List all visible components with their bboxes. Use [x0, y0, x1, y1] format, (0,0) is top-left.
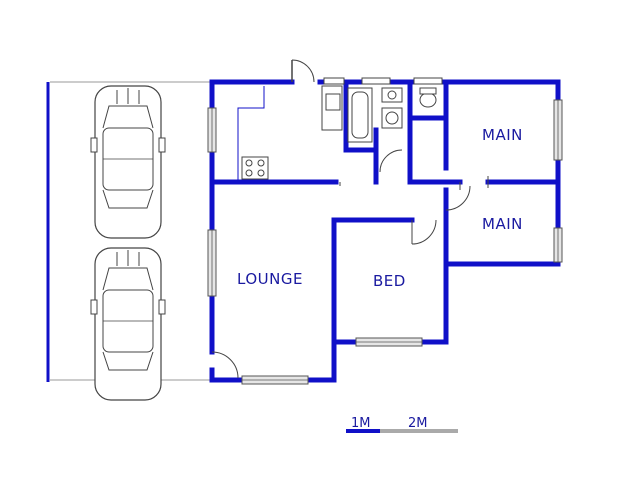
stove-burner-icon [257, 169, 265, 177]
carport [46, 81, 210, 401]
shower-icon [381, 107, 403, 129]
room-label-bed: BED [373, 272, 406, 290]
car-icon [90, 247, 166, 401]
stove-burner-icon [257, 159, 265, 167]
stove-burner-icon [245, 169, 253, 177]
scale-bar: 1M 2M [346, 416, 458, 433]
toilet-icon [419, 92, 437, 108]
scale-label-2m: 2M [408, 416, 428, 431]
door-icon [291, 59, 315, 83]
door-icon [445, 185, 471, 211]
scale-label-1m: 1M [351, 416, 371, 431]
room-label-lounge: LOUNGE [237, 270, 303, 288]
window-icon [413, 77, 443, 85]
doors [211, 59, 489, 379]
window-icon [361, 77, 391, 85]
window-icon [323, 77, 345, 85]
kitchen-counter [237, 86, 269, 180]
door-icon [211, 351, 239, 379]
stove-icon [241, 156, 269, 180]
car-icon [90, 85, 166, 239]
room-label-main-1: MAIN [482, 126, 523, 144]
bathroom-fixtures [321, 77, 443, 143]
door-icon [379, 149, 403, 173]
basin-icon [325, 93, 341, 111]
stove-burner-icon [245, 159, 253, 167]
room-label-main-2: MAIN [482, 215, 523, 233]
basin-icon [381, 87, 403, 103]
windows [207, 99, 563, 385]
door-icon [411, 219, 437, 245]
